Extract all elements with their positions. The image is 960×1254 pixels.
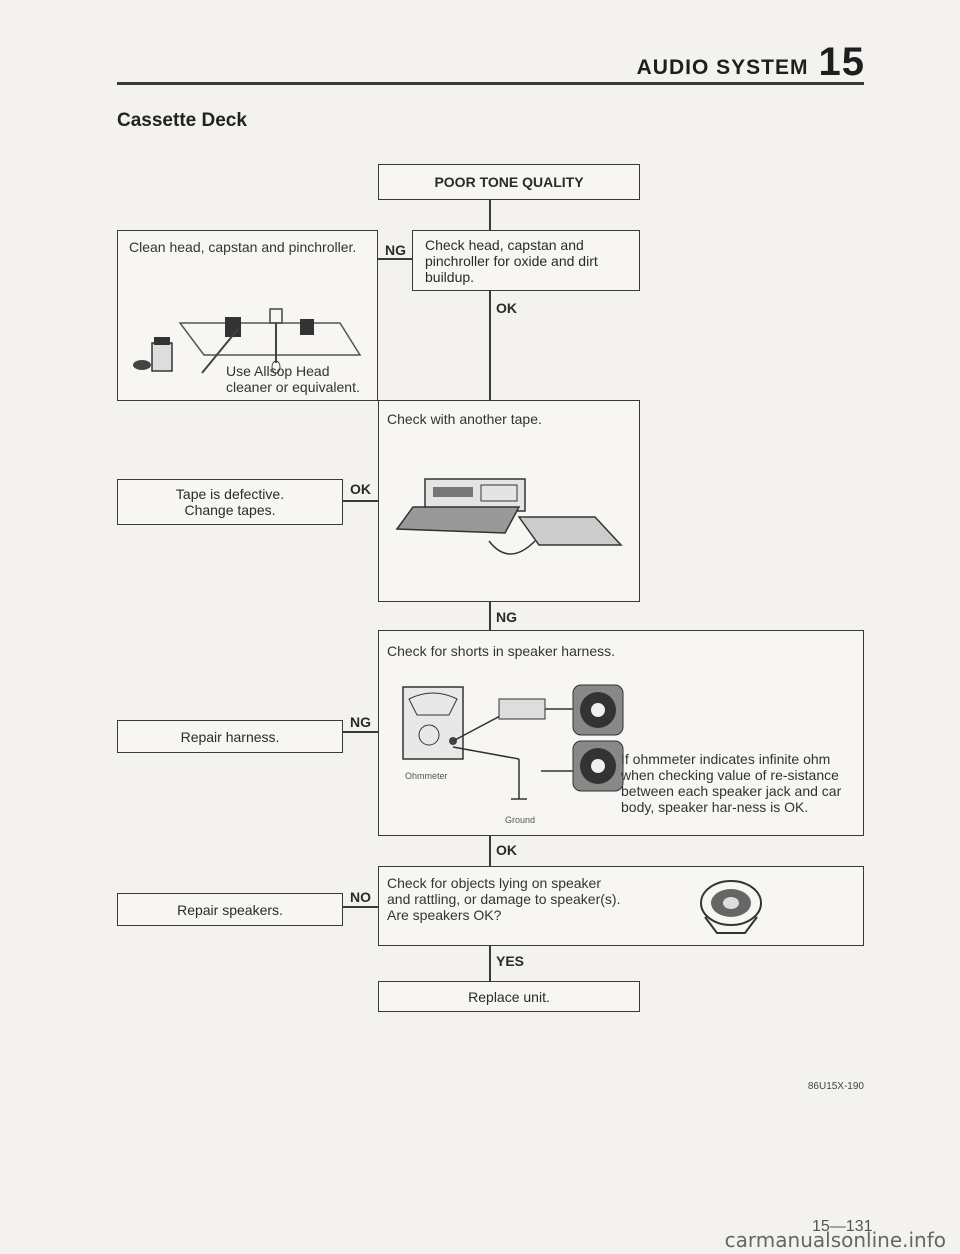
ground-label: Ground bbox=[505, 815, 536, 825]
section-title: Cassette Deck bbox=[117, 110, 247, 131]
ohmmeter-note: If ohmmeter indicates infinite ohm when … bbox=[621, 751, 842, 815]
ng-label: NG bbox=[385, 242, 406, 258]
page-number: 15—131 bbox=[812, 1218, 873, 1235]
ohmmeter-label: Ohmmeter bbox=[405, 771, 448, 781]
ng-label: NG bbox=[350, 714, 371, 730]
ok-label: OK bbox=[350, 481, 371, 497]
clean-head-text: Clean head, capstan and pinchroller. bbox=[129, 239, 357, 255]
ok-label: OK bbox=[496, 300, 517, 316]
ok-label: OK bbox=[496, 842, 517, 858]
repair-harness-box: Repair harness. bbox=[117, 720, 343, 753]
connector-line bbox=[489, 199, 491, 231]
another-tape-text: Check with another tape. bbox=[387, 411, 542, 427]
repair-harness-text: Repair harness. bbox=[180, 729, 280, 745]
repair-speakers-text: Repair speakers. bbox=[177, 902, 283, 918]
cleaner-caption: Use Allsop Head cleaner or equivalent. bbox=[226, 363, 360, 395]
connector-line bbox=[489, 945, 491, 982]
yes-label: YES bbox=[496, 953, 525, 969]
another-tape-box: Check with another tape. bbox=[378, 400, 640, 602]
start-label: POOR TONE QUALITY bbox=[434, 174, 584, 190]
connector-line bbox=[378, 258, 412, 260]
speaker-cone-illustration bbox=[700, 880, 762, 934]
connector-line bbox=[489, 601, 491, 631]
header-chapter: 15 bbox=[818, 40, 865, 84]
ohmmeter-illustration bbox=[402, 686, 577, 800]
cassette-deck-illustration bbox=[395, 478, 623, 555]
check-head-text: Check head, capstan and pinchroller for … bbox=[425, 237, 598, 285]
connector-line bbox=[489, 290, 491, 400]
replace-unit-box: Replace unit. bbox=[378, 981, 640, 1012]
header-rule bbox=[117, 82, 864, 85]
connector-line bbox=[342, 906, 380, 908]
speaker-illustration bbox=[572, 684, 624, 792]
figure-code: 86U15X-190 bbox=[807, 1081, 864, 1092]
no-label: NO bbox=[350, 889, 371, 905]
start-box: POOR TONE QUALITY bbox=[378, 164, 640, 200]
speaker-harness-box: Check for shorts in speaker harness. Ohm… bbox=[378, 630, 864, 836]
clean-head-box: Clean head, capstan and pinchroller. Use… bbox=[117, 230, 378, 401]
tape-defective-text: Tape is defective. Change tapes. bbox=[175, 486, 285, 518]
speaker-harness-text: Check for shorts in speaker harness. bbox=[387, 643, 615, 659]
connector-line bbox=[342, 731, 380, 733]
check-head-box: Check head, capstan and pinchroller for … bbox=[412, 230, 640, 291]
head-cleaner-illustration bbox=[133, 308, 362, 374]
connector-line bbox=[489, 835, 491, 867]
repair-speakers-box: Repair speakers. bbox=[117, 893, 343, 926]
speaker-check-box: Check for objects lying on speaker and r… bbox=[378, 866, 864, 946]
tape-defective-box: Tape is defective. Change tapes. bbox=[117, 479, 343, 525]
connector-line bbox=[342, 500, 380, 502]
speaker-check-text: Check for objects lying on speaker and r… bbox=[387, 875, 621, 923]
replace-unit-text: Replace unit. bbox=[468, 989, 550, 1005]
watermark-text: carmanualsonline.info bbox=[724, 1228, 946, 1252]
page-header: AUDIO SYSTEM 15 bbox=[636, 40, 865, 84]
header-title: AUDIO SYSTEM bbox=[636, 56, 809, 79]
ng-label: NG bbox=[496, 609, 517, 625]
